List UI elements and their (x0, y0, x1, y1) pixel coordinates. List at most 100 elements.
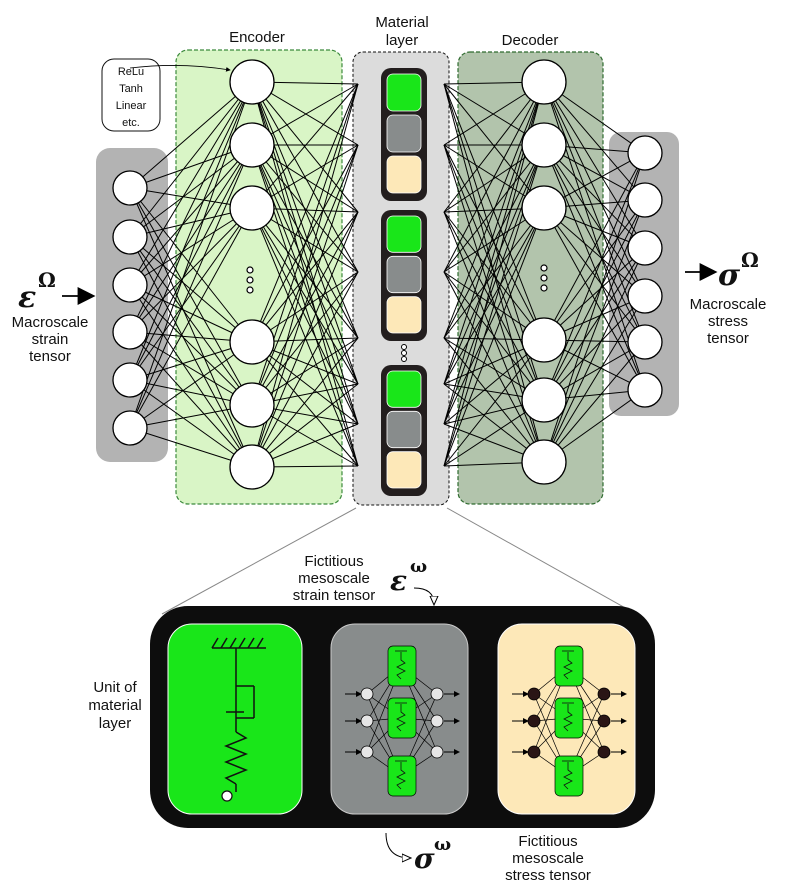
output-neuron (627, 372, 663, 408)
encoder-neuron (229, 185, 275, 231)
meso-stress-symbol: σ (414, 842, 435, 875)
spring-end-node (221, 790, 233, 802)
connection (443, 144, 545, 273)
input-neuron (112, 267, 148, 303)
decoder-neuron (521, 377, 567, 423)
connection (543, 144, 646, 391)
meso-stress-arrow (385, 832, 410, 858)
material-subunit (386, 215, 422, 253)
connection (543, 81, 646, 297)
connection (543, 152, 646, 341)
connection (129, 144, 253, 333)
decoder-neuron (521, 185, 567, 231)
decoder-neuron (521, 59, 567, 105)
input-neuron (112, 410, 148, 446)
connection (129, 236, 253, 343)
fict-strain-label-1: Fictitious (304, 553, 363, 570)
small-neuron (430, 687, 444, 701)
connection (129, 236, 253, 406)
connection (443, 81, 545, 213)
connection (443, 81, 545, 273)
connection (543, 247, 646, 341)
activation-item-2: Tanh (119, 83, 143, 95)
connection (443, 339, 545, 467)
small-neuron (527, 745, 541, 759)
small-spring-icon (396, 652, 406, 680)
connection (443, 337, 545, 463)
connection (443, 144, 545, 385)
connection (251, 83, 359, 209)
small-green-unit (554, 697, 584, 739)
connection (543, 295, 646, 401)
connection (251, 271, 359, 468)
connection (443, 207, 545, 385)
fict-strain-label-3: strain tensor (293, 587, 376, 604)
connection (129, 144, 253, 286)
small-neuron (597, 745, 611, 759)
small-neuron (597, 714, 611, 728)
connection (129, 207, 253, 429)
connection (251, 81, 359, 213)
encoder-neuron (229, 444, 275, 490)
connection (129, 331, 253, 406)
connection (129, 187, 253, 468)
meso-stress-superscript: ω (434, 834, 451, 855)
connection (443, 83, 545, 341)
connection (443, 81, 545, 339)
small-neuron (597, 687, 611, 701)
connection (129, 284, 253, 406)
small-neuron (430, 714, 444, 728)
small-neuron (527, 687, 541, 701)
connection (443, 144, 545, 339)
material-layer-label-1: Material (375, 14, 428, 31)
connection (543, 199, 646, 401)
connection (129, 207, 253, 333)
small-green-unit (387, 755, 417, 797)
connection (129, 144, 253, 238)
connection (251, 144, 359, 385)
meso-strain-arrow (413, 587, 434, 604)
connection (443, 83, 545, 209)
connection (251, 207, 359, 467)
encoder-neuron (229, 59, 275, 105)
small-spring-icon (563, 652, 573, 680)
material-subunit (386, 114, 422, 153)
macro-stress-label-2: stress (708, 313, 748, 330)
macro-strain-symbol: ε (18, 280, 36, 315)
activation-item-1: ReLu (118, 66, 144, 78)
connection (251, 83, 359, 343)
activation-item-3: Linear (116, 100, 147, 112)
macro-strain-label-3: tensor (29, 348, 71, 365)
output-neuron (627, 278, 663, 314)
material-subunit (386, 370, 422, 408)
connection (543, 144, 646, 249)
spring-slider-element (211, 637, 266, 792)
encoder-ellipsis (246, 266, 254, 294)
connection (443, 207, 545, 467)
input-neuron (112, 170, 148, 206)
connection (129, 81, 253, 189)
small-spring-icon (396, 762, 406, 790)
encoder-label: Encoder (229, 29, 285, 46)
small-green-unit (387, 645, 417, 687)
small-neuron (430, 745, 444, 759)
decoder-neuron (521, 317, 567, 363)
neurons (112, 59, 663, 490)
decoder-ellipsis (540, 264, 548, 292)
green-unit-detail (167, 623, 303, 815)
material-subunit (386, 451, 422, 489)
activation-callout (101, 58, 161, 132)
connection (443, 271, 545, 463)
encoder-neuron (229, 382, 275, 428)
small-green-unit (387, 697, 417, 739)
gray-unit-network (345, 645, 460, 797)
callout-arrow (129, 65, 231, 72)
material-units (381, 68, 427, 496)
material-subunit (386, 410, 422, 449)
input-neuron (112, 219, 148, 255)
decoder-neuron (521, 122, 567, 168)
connection (543, 247, 646, 463)
material-subunit (386, 255, 422, 294)
connection (129, 207, 253, 381)
output-neuron (627, 182, 663, 218)
